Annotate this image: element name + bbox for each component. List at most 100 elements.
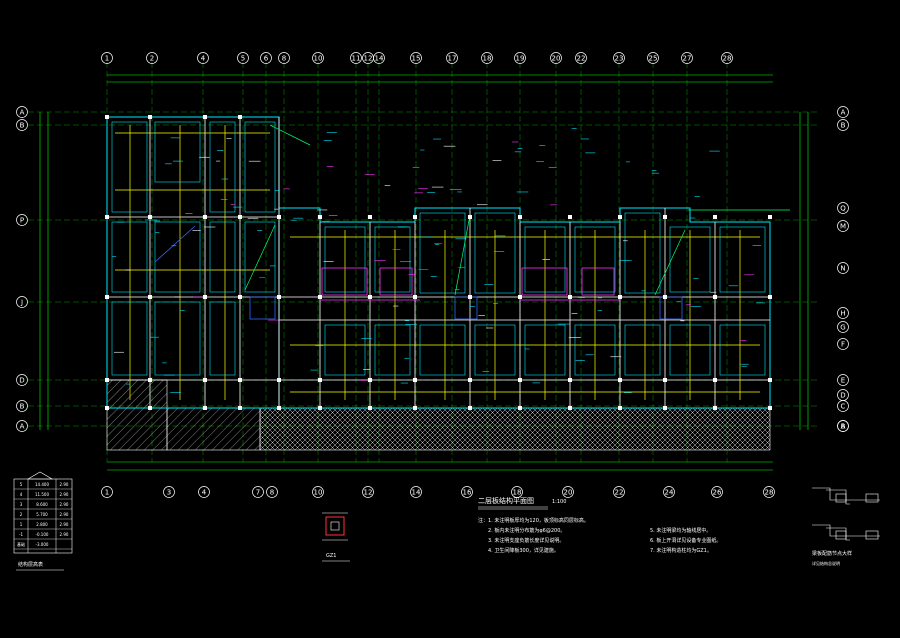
column-detail: GZ1 bbox=[322, 512, 350, 562]
grid-bubble-bottom-14: 14 bbox=[410, 486, 422, 498]
grid-bubble-top-17: 17 bbox=[446, 52, 458, 64]
svg-text:1: 1 bbox=[105, 488, 109, 496]
grid-bubble-top-5: 5 bbox=[237, 52, 249, 64]
svg-text:1: 1 bbox=[105, 54, 109, 62]
svg-text:B: B bbox=[20, 402, 25, 410]
grid-bubble-left-B: B bbox=[16, 119, 28, 131]
grid-bubble-bottom-7: 7 bbox=[252, 486, 264, 498]
grid-bubble-bottom-18: 18 bbox=[511, 486, 523, 498]
svg-text:25: 25 bbox=[649, 54, 658, 62]
grid-bubble-bottom-8: 8 bbox=[266, 486, 278, 498]
svg-text:7: 7 bbox=[256, 488, 260, 496]
detail-note: 详见结构总说明 bbox=[812, 560, 840, 566]
grid-bubble-top-22: 22 bbox=[575, 52, 587, 64]
grid-bubble-right-G: G bbox=[837, 321, 849, 333]
column-label: GZ1 bbox=[326, 553, 336, 559]
svg-text:A: A bbox=[841, 422, 846, 430]
svg-text:24: 24 bbox=[665, 488, 674, 496]
grid-bubble-left-B: B bbox=[16, 400, 28, 412]
svg-text:H: H bbox=[840, 309, 845, 317]
grid-bubble-top-11: 11 bbox=[350, 52, 362, 64]
legend-cell: 2 bbox=[20, 512, 23, 517]
grid-bubble-left-D: D bbox=[16, 374, 28, 386]
svg-text:N: N bbox=[840, 264, 845, 272]
dimension-lines bbox=[39, 74, 809, 471]
grid-bubble-left-P: P bbox=[16, 214, 28, 226]
svg-text:19: 19 bbox=[516, 54, 525, 62]
hatched-slab-left bbox=[106, 379, 168, 451]
svg-text:23: 23 bbox=[615, 54, 624, 62]
rebar-annotations bbox=[112, 128, 766, 393]
note-right-3: 7. 未注明构造柱均为GZ1。 bbox=[650, 547, 712, 554]
svg-text:J: J bbox=[20, 298, 23, 306]
svg-text:A: A bbox=[20, 108, 25, 116]
note-left-2: 2. 板内未注明分布筋为φ6@200。 bbox=[488, 527, 565, 534]
grid-bubble-top-19: 19 bbox=[514, 52, 526, 64]
grid-bubble-bottom-22: 22 bbox=[613, 486, 625, 498]
grid-bubble-right-C: C bbox=[837, 400, 849, 412]
legend-cell: -3.000 bbox=[36, 542, 49, 547]
svg-text:12: 12 bbox=[364, 488, 373, 496]
svg-text:C: C bbox=[841, 402, 846, 410]
detail-caption: 梁板配筋节点大样 bbox=[812, 550, 852, 557]
grid-bubble-top-20: 20 bbox=[550, 52, 562, 64]
grid-bubble-bottom-4: 4 bbox=[198, 486, 210, 498]
svg-text:6: 6 bbox=[264, 54, 269, 62]
grid-bubble-top-2: 2 bbox=[146, 52, 158, 64]
svg-text:D: D bbox=[19, 376, 24, 384]
drawing-scale: 1:100 bbox=[552, 499, 566, 505]
columns bbox=[105, 115, 772, 410]
svg-text:27: 27 bbox=[683, 54, 692, 62]
grid-bubble-right-F: F bbox=[837, 338, 849, 350]
svg-text:20: 20 bbox=[564, 488, 573, 496]
svg-text:22: 22 bbox=[615, 488, 624, 496]
grid-bubble-bottom-1: 1 bbox=[101, 486, 113, 498]
grid-bubble-right-N: N bbox=[837, 262, 849, 274]
svg-text:12: 12 bbox=[364, 54, 373, 62]
svg-text:2: 2 bbox=[150, 54, 154, 62]
legend-cell: 2.90 bbox=[60, 482, 69, 487]
svg-text:4: 4 bbox=[202, 488, 207, 496]
legend-cell: 5 bbox=[20, 482, 23, 487]
svg-text:18: 18 bbox=[513, 488, 522, 496]
grid-bubble-top-8: 8 bbox=[278, 52, 290, 64]
svg-text:22: 22 bbox=[577, 54, 586, 62]
grid-bubble-right-A: A bbox=[837, 106, 849, 118]
grid-bubble-top-4: 4 bbox=[197, 52, 209, 64]
legend-cell: 11.500 bbox=[35, 492, 49, 497]
grid-bubble-top-12: 12 bbox=[362, 52, 374, 64]
notes-block: 注： 1. 未注明板厚均为120，板顶标高同层标高。 2. 板内未注明分布筋为φ… bbox=[478, 517, 721, 554]
grid-bubble-bottom-24: 24 bbox=[663, 486, 675, 498]
svg-text:10: 10 bbox=[314, 488, 323, 496]
notes-heading: 注： bbox=[478, 517, 488, 524]
grid-bubble-bottom-20: 20 bbox=[562, 486, 574, 498]
svg-text:16: 16 bbox=[463, 488, 472, 496]
grid-bubble-right-M: M bbox=[837, 220, 849, 232]
hatched-slab-bottom bbox=[166, 407, 261, 451]
svg-text:11: 11 bbox=[352, 54, 361, 62]
legend-cell: 2.800 bbox=[36, 522, 48, 527]
svg-text:D: D bbox=[840, 391, 845, 399]
svg-text:3: 3 bbox=[167, 488, 171, 496]
svg-text:A: A bbox=[20, 422, 25, 430]
note-left-1: 1. 未注明板厚均为120，板顶标高同层标高。 bbox=[488, 517, 589, 524]
grid-bubble-bottom-26: 26 bbox=[711, 486, 723, 498]
note-right-1: 5. 未注明梁均为轴线居中。 bbox=[650, 527, 711, 534]
note-left-3: 3. 未注明支座负筋长度详见说明。 bbox=[488, 537, 564, 544]
legend-title: 结构层高表 bbox=[18, 561, 43, 568]
grid-bubble-top-23: 23 bbox=[613, 52, 625, 64]
grid-bubble-top-6: 6 bbox=[260, 52, 272, 64]
legend-cell: 基础 bbox=[17, 541, 25, 547]
svg-text:28: 28 bbox=[723, 54, 732, 62]
note-left-4: 4. 卫生间降板300，详见建施。 bbox=[488, 547, 559, 554]
grid-bubble-right-A: A bbox=[837, 420, 849, 432]
svg-text:14: 14 bbox=[412, 488, 421, 496]
grid-bubble-top-25: 25 bbox=[647, 52, 659, 64]
legend-cell: 8.600 bbox=[36, 502, 48, 507]
grid-bubble-bottom-12: 12 bbox=[362, 486, 374, 498]
grid-bubble-bottom-10: 10 bbox=[312, 486, 324, 498]
crosshatch-slab-bottom bbox=[259, 407, 771, 451]
